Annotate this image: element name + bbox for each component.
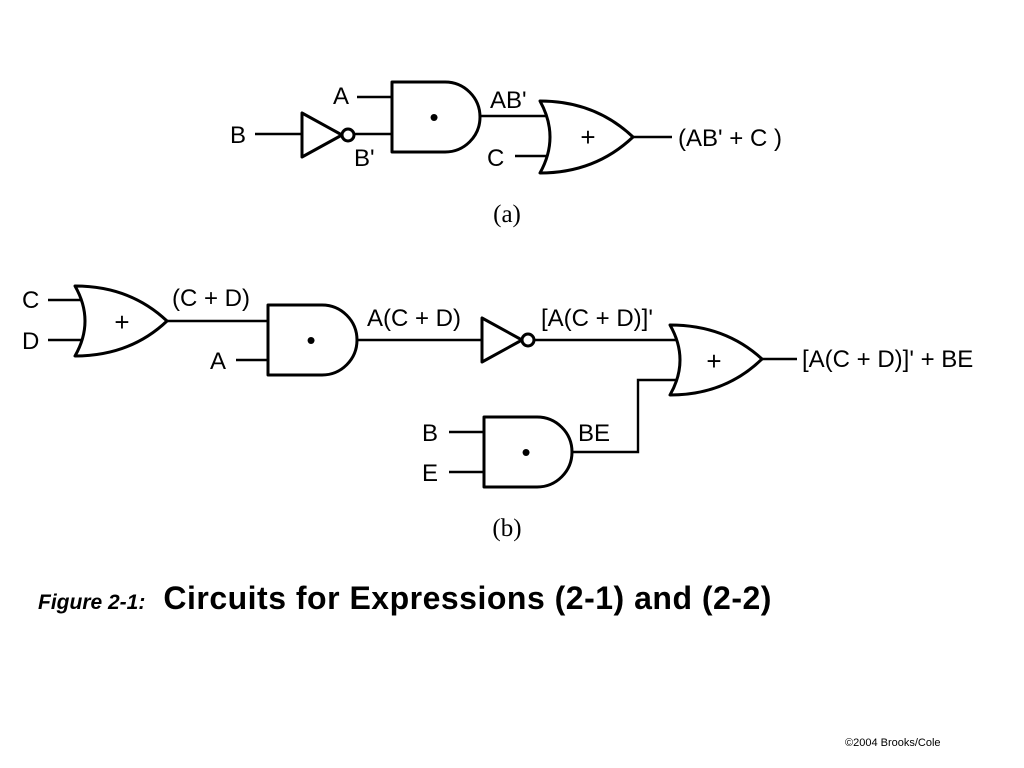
caption-title: Circuits for Expressions (2-1) and (2-2) <box>163 580 772 616</box>
or-gate-b1 <box>73 284 169 358</box>
or-gate-a-symbol: + <box>580 122 595 152</box>
or-gate-a <box>538 99 635 175</box>
label-ab-prime: AB' <box>490 87 527 114</box>
inverter-bubble-a <box>340 127 356 143</box>
sublabel-a: (a) <box>493 201 521 228</box>
circuit-a: • + A B B' AB' C (AB' + C ) (a) <box>230 80 782 228</box>
not-gate-b <box>480 316 524 364</box>
and-gate-b2 <box>482 415 574 489</box>
label-b-prime: B' <box>354 145 375 172</box>
label-c-input-b: C <box>22 287 39 314</box>
or-gate-b2 <box>668 323 764 397</box>
and-gate-a <box>390 80 482 154</box>
or-gate-b2-symbol: + <box>706 346 721 376</box>
label-b-input: B <box>230 122 246 149</box>
label-e-input-b: E <box>422 460 438 487</box>
and-gate-b2-symbol: • <box>521 437 530 467</box>
label-a-c-plus-d: A(C + D) <box>367 305 461 332</box>
label-c-plus-d: (C + D) <box>172 285 250 312</box>
inverter-bubble-b <box>520 332 536 348</box>
label-a-input-b: A <box>210 348 226 375</box>
label-c-input: C <box>487 145 504 172</box>
and-gate-b1-symbol: • <box>306 325 315 355</box>
label-be: BE <box>578 420 610 447</box>
or-gate-b1-symbol: + <box>114 307 129 337</box>
wire-be <box>572 378 682 454</box>
circuit-b: + • • + C D (C + D) A A(C + D) [A(C + D)… <box>22 284 973 542</box>
label-output-b: [A(C + D)]' + BE <box>802 346 973 373</box>
not-gate-a <box>300 111 344 159</box>
and-gate-a-symbol: • <box>429 102 438 132</box>
and-gate-b1 <box>266 303 359 377</box>
label-a-input: A <box>333 83 349 110</box>
copyright-notice: ©2004 Brooks/Cole <box>845 737 941 749</box>
caption-prefix: Figure 2-1: <box>38 591 146 614</box>
label-d-input-b: D <box>22 328 39 355</box>
label-b-input-b: B <box>422 420 438 447</box>
label-output-a: (AB' + C ) <box>678 125 782 152</box>
label-inverted: [A(C + D)]' <box>541 305 653 332</box>
sublabel-b: (b) <box>492 515 521 542</box>
figure-caption: Figure 2-1: Circuits for Expressions (2-1… <box>38 580 772 617</box>
